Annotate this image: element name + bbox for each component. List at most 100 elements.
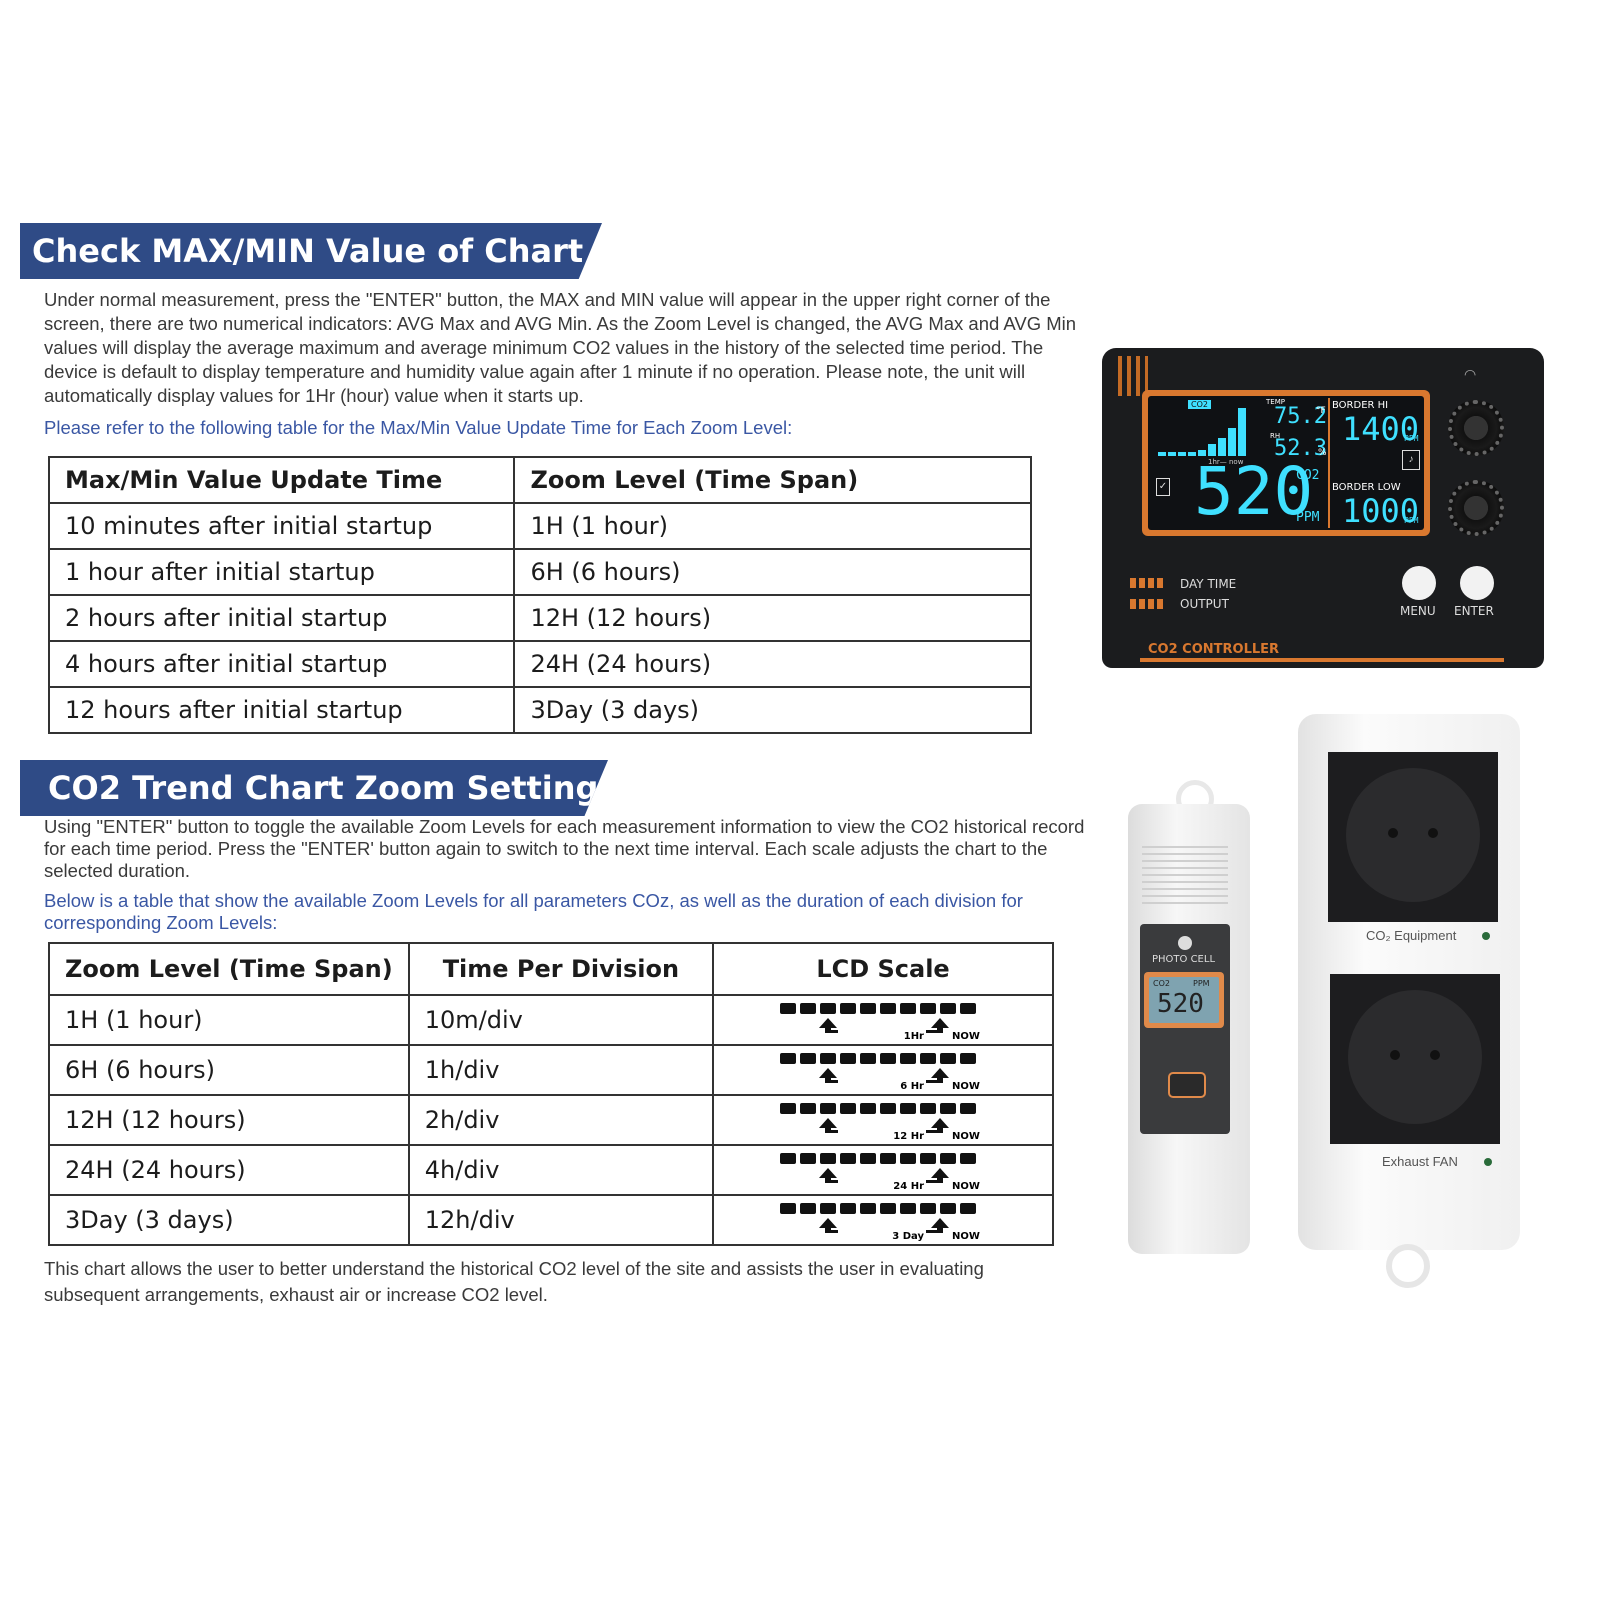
lcd-segment — [800, 1103, 817, 1114]
table-header: Zoom Level (Time Span) — [48, 942, 410, 996]
table-cell: 1H (1 hour) — [513, 502, 1032, 550]
now-label: NOW — [952, 1131, 980, 1141]
lcd-segment — [960, 1153, 977, 1164]
border-low-value: 1000 — [1342, 492, 1420, 530]
output-label: OUTPUT — [1180, 597, 1229, 611]
lcd-segment — [900, 1203, 917, 1214]
rh-label: RH — [1270, 432, 1281, 440]
menu-button[interactable] — [1402, 566, 1436, 600]
lcd-segment — [920, 1103, 937, 1114]
border-hi-ppm: PPM — [1404, 434, 1419, 443]
zoom-level-cell: 6H (6 hours) — [48, 1044, 410, 1096]
section2-paragraph: Using "ENTER" button to toggle the avail… — [44, 816, 1085, 881]
day-time-label: DAY TIME — [1180, 577, 1237, 591]
lcd-segment — [840, 1053, 857, 1064]
lcd-segment — [800, 1053, 817, 1064]
wifi-icon: ◠ — [1464, 366, 1477, 382]
brand-label: CO2 CONTROLLER — [1148, 642, 1280, 657]
enter-button[interactable] — [1460, 566, 1494, 600]
time-per-division-cell: 1h/div — [407, 1044, 715, 1096]
section1-heading: Check MAX/MIN Value of Chart — [20, 223, 602, 279]
border-hi-value: 1400 — [1342, 410, 1420, 448]
outlet-bottom — [1330, 974, 1500, 1144]
lcd-bar-graph — [1158, 408, 1246, 456]
bottom-knob[interactable] — [1448, 480, 1504, 536]
co2-sensor: PHOTO CELL CO2 PPM 520 — [1128, 780, 1252, 1260]
socket-hanger — [1386, 1244, 1430, 1288]
section2-footer: This chart allows the user to better und… — [44, 1258, 984, 1305]
lcd-segment — [960, 1203, 977, 1214]
power-socket: CO₂ Equipment Exhaust FAN — [1298, 714, 1522, 1294]
top-knob[interactable] — [1448, 400, 1504, 456]
sensor-co2-label: CO2 — [1153, 979, 1170, 988]
lcd-segment — [880, 1103, 897, 1114]
zoom-level-cell: 12H (12 hours) — [48, 1094, 410, 1146]
menu-label: MENU — [1400, 604, 1436, 618]
co2-value: 520 — [1194, 453, 1314, 530]
outlet-top-label: CO₂ Equipment — [1366, 928, 1457, 943]
outlet-top — [1328, 752, 1498, 922]
table-header: Max/Min Value Update Time — [47, 456, 516, 504]
time-per-division-cell: 2h/div — [407, 1094, 715, 1146]
lcd-segment — [840, 1203, 857, 1214]
lcd-scale-graphic: 1Hr NOW — [780, 1003, 980, 1041]
lcd-segment — [920, 1003, 937, 1014]
start-arrow-icon — [819, 1218, 839, 1233]
scale-label: 1Hr — [904, 1031, 924, 1041]
lcd-segment — [780, 1203, 797, 1214]
co2-label: CO2 — [1296, 468, 1320, 483]
lcd-segment — [820, 1053, 837, 1064]
lcd-segment — [920, 1153, 937, 1164]
outlet-top-led — [1482, 932, 1490, 940]
orange-stripes — [1118, 356, 1148, 396]
lcd-segment — [800, 1003, 817, 1014]
lcd-scale-cell: 1Hr NOW — [712, 994, 1054, 1046]
lcd-segment — [940, 1153, 957, 1164]
alarm-icon: ♪ — [1402, 450, 1420, 470]
lcd-segment — [800, 1203, 817, 1214]
lcd-segment — [960, 1103, 977, 1114]
lcd-segment — [900, 1053, 917, 1064]
lcd-segment — [860, 1053, 877, 1064]
now-label: NOW — [952, 1181, 980, 1191]
lcd-segment — [820, 1003, 837, 1014]
table-cell: 2 hours after initial startup — [47, 594, 516, 642]
now-label: NOW — [952, 1031, 980, 1041]
lcd-segment — [780, 1153, 797, 1164]
lcd-segment — [780, 1003, 797, 1014]
now-arrow-icon — [926, 1018, 950, 1033]
lcd-segment — [840, 1003, 857, 1014]
table-header: Time Per Division — [407, 942, 715, 996]
lcd-segment — [780, 1103, 797, 1114]
section2-note: Below is a table that show the available… — [44, 890, 1023, 933]
rh-value: 52.3 — [1274, 436, 1327, 461]
table-cell: 10 minutes after initial startup — [47, 502, 516, 550]
sensor-vents — [1142, 846, 1228, 904]
lcd-screen: CO2 1hr— now TEMP 75.2 °F RH 52.3 % ✓ 52… — [1148, 396, 1424, 530]
scale-label: 3 Day — [892, 1231, 924, 1241]
lcd-segment — [860, 1153, 877, 1164]
scale-label: 24 Hr — [893, 1181, 924, 1191]
outlet-bottom-led — [1484, 1158, 1492, 1166]
ppm-label: PPM — [1296, 510, 1320, 525]
lcd-segment — [860, 1203, 877, 1214]
border-low-label: BORDER LOW — [1332, 482, 1401, 493]
section1-note: Please refer to the following table for … — [44, 417, 793, 438]
sensor-button[interactable] — [1168, 1072, 1206, 1098]
lcd-segment — [840, 1103, 857, 1114]
lcd-segment — [880, 1003, 897, 1014]
lcd-segment — [860, 1103, 877, 1114]
day-time-indicator — [1130, 578, 1166, 588]
lcd-segment — [940, 1003, 957, 1014]
zoom-level-cell: 24H (24 hours) — [48, 1144, 410, 1196]
scale-label: 6 Hr — [900, 1081, 924, 1091]
co2-controller: CO2 1hr— now TEMP 75.2 °F RH 52.3 % ✓ 52… — [1102, 348, 1544, 668]
